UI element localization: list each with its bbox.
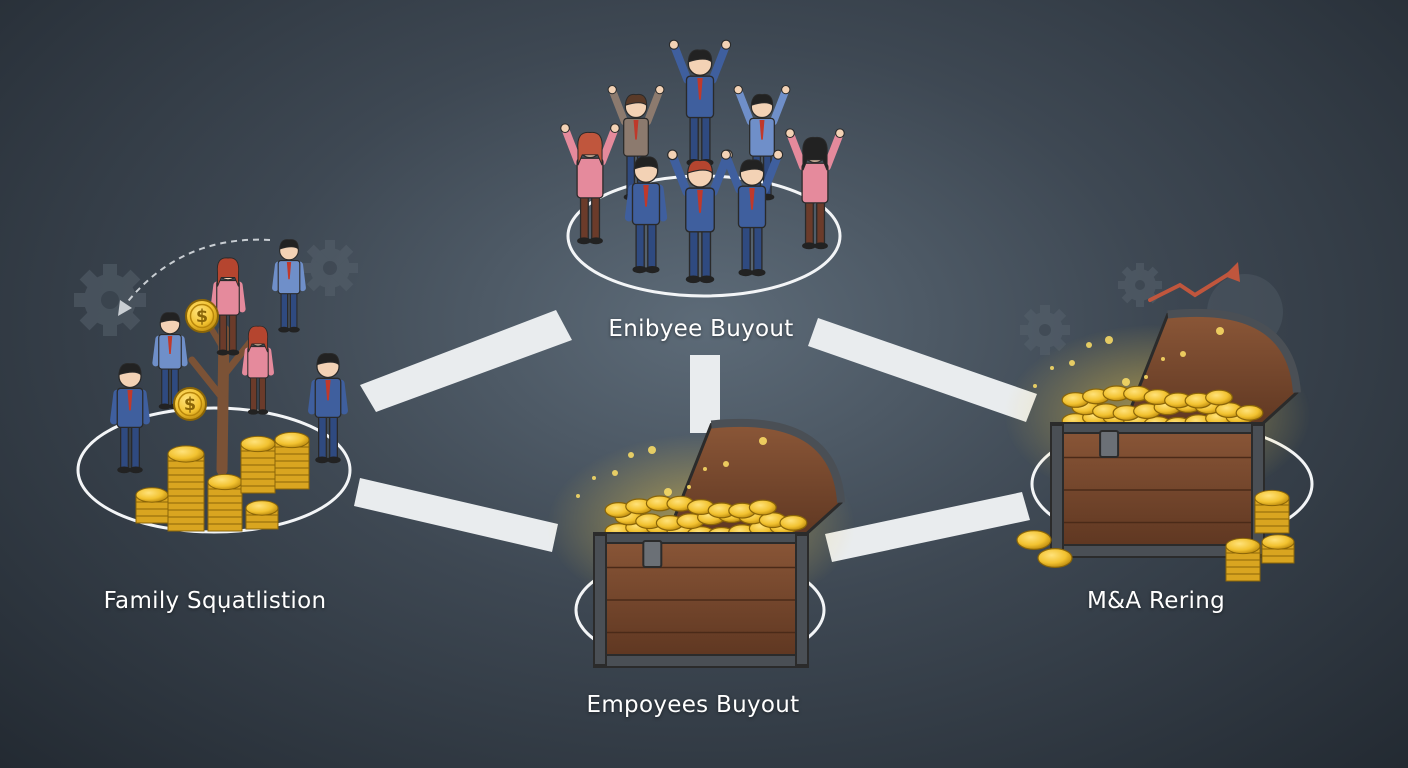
sparkle-icon <box>1105 336 1113 344</box>
gear-icon <box>1020 305 1070 355</box>
arrowhead-icon <box>118 300 132 316</box>
node-label-right: M&A Rering <box>1087 588 1225 614</box>
sparkle-icon <box>612 470 618 476</box>
person-figure <box>110 362 150 474</box>
coin-stack <box>167 445 205 532</box>
cheering-employees-illustration <box>560 39 845 284</box>
node-label-top: Enibyee Buyout <box>608 316 794 342</box>
lock-icon <box>642 540 663 568</box>
connector-left-bottom <box>354 478 558 552</box>
coin-icon <box>1235 404 1264 421</box>
person-figure <box>668 39 732 167</box>
coin-stack <box>207 473 243 532</box>
person-figure <box>560 123 620 245</box>
connector-top-bottom <box>690 355 720 433</box>
ring-left <box>76 406 352 534</box>
gear-icons <box>74 240 1283 355</box>
sparkle-icon <box>1161 357 1165 361</box>
sparkle-icon <box>576 494 580 498</box>
sparkle-icon <box>592 476 596 480</box>
coin-icon <box>779 514 808 531</box>
person-figure <box>242 325 274 415</box>
coin-stack <box>1254 489 1290 534</box>
treasure-chest-illustration <box>546 418 856 668</box>
chest-icon <box>1003 308 1312 558</box>
sparkle-icon <box>628 452 634 458</box>
coin-stack <box>240 435 276 494</box>
coin-stack <box>245 500 279 530</box>
node-label-bottom: Empoyees Buyout <box>586 692 800 718</box>
person-figure <box>667 149 733 284</box>
sparkle-icon <box>1216 327 1224 335</box>
connector-left-top <box>360 310 572 412</box>
dollar-coin-icon: $ <box>173 387 207 421</box>
person-figure <box>733 85 791 201</box>
coin-icon <box>1016 530 1052 550</box>
person-figure <box>210 257 246 356</box>
person-figure <box>272 239 306 333</box>
lock-icon <box>1099 430 1120 458</box>
gear-icon <box>302 240 358 296</box>
gear-icon <box>1118 263 1162 307</box>
svg-text:$: $ <box>184 395 196 415</box>
svg-text:$: $ <box>196 307 208 327</box>
sparkle-icon <box>687 485 691 489</box>
coin-stack <box>1225 537 1261 582</box>
sparkle-icon <box>1069 360 1075 366</box>
sparkle-icon <box>1144 375 1148 379</box>
sparkle-icon <box>664 488 672 496</box>
family-succession-illustration: $$ <box>110 238 348 532</box>
coin-stack <box>1261 534 1295 564</box>
coin-icon <box>1037 548 1073 568</box>
coin-stack <box>274 431 310 490</box>
sparkle-icon <box>703 467 707 471</box>
coin-stack <box>135 487 169 524</box>
gear-icon <box>74 264 146 336</box>
person-figure <box>624 156 668 274</box>
sparkle-icon <box>1122 378 1130 386</box>
trend-arrowhead-icon <box>1224 262 1240 282</box>
sparkle-icon <box>1086 342 1092 348</box>
chest-icon <box>546 418 856 668</box>
connector-right-bottom <box>825 492 1030 562</box>
ma-chest-illustration <box>1003 262 1312 582</box>
cycle-arrow-icon <box>124 238 271 306</box>
node-label-left: Family Sqụatlistion <box>103 588 327 614</box>
sparkle-icon <box>1180 351 1186 357</box>
person-figure <box>785 128 845 250</box>
person-figure <box>308 352 348 464</box>
sparkle-icon <box>723 461 729 467</box>
sparkle-icon <box>1050 366 1054 370</box>
sparkle-icon <box>759 437 767 445</box>
connectors <box>354 310 1037 562</box>
sparkle-icon <box>648 446 656 454</box>
coin-icon <box>1205 389 1233 406</box>
sparkle-icon <box>1033 384 1037 388</box>
dollar-coin-icon: $ <box>185 299 219 333</box>
coin-icon <box>748 499 777 516</box>
connector-top-right <box>808 318 1037 422</box>
trend-arrow-icon <box>1148 270 1234 302</box>
person-figure <box>720 149 784 277</box>
